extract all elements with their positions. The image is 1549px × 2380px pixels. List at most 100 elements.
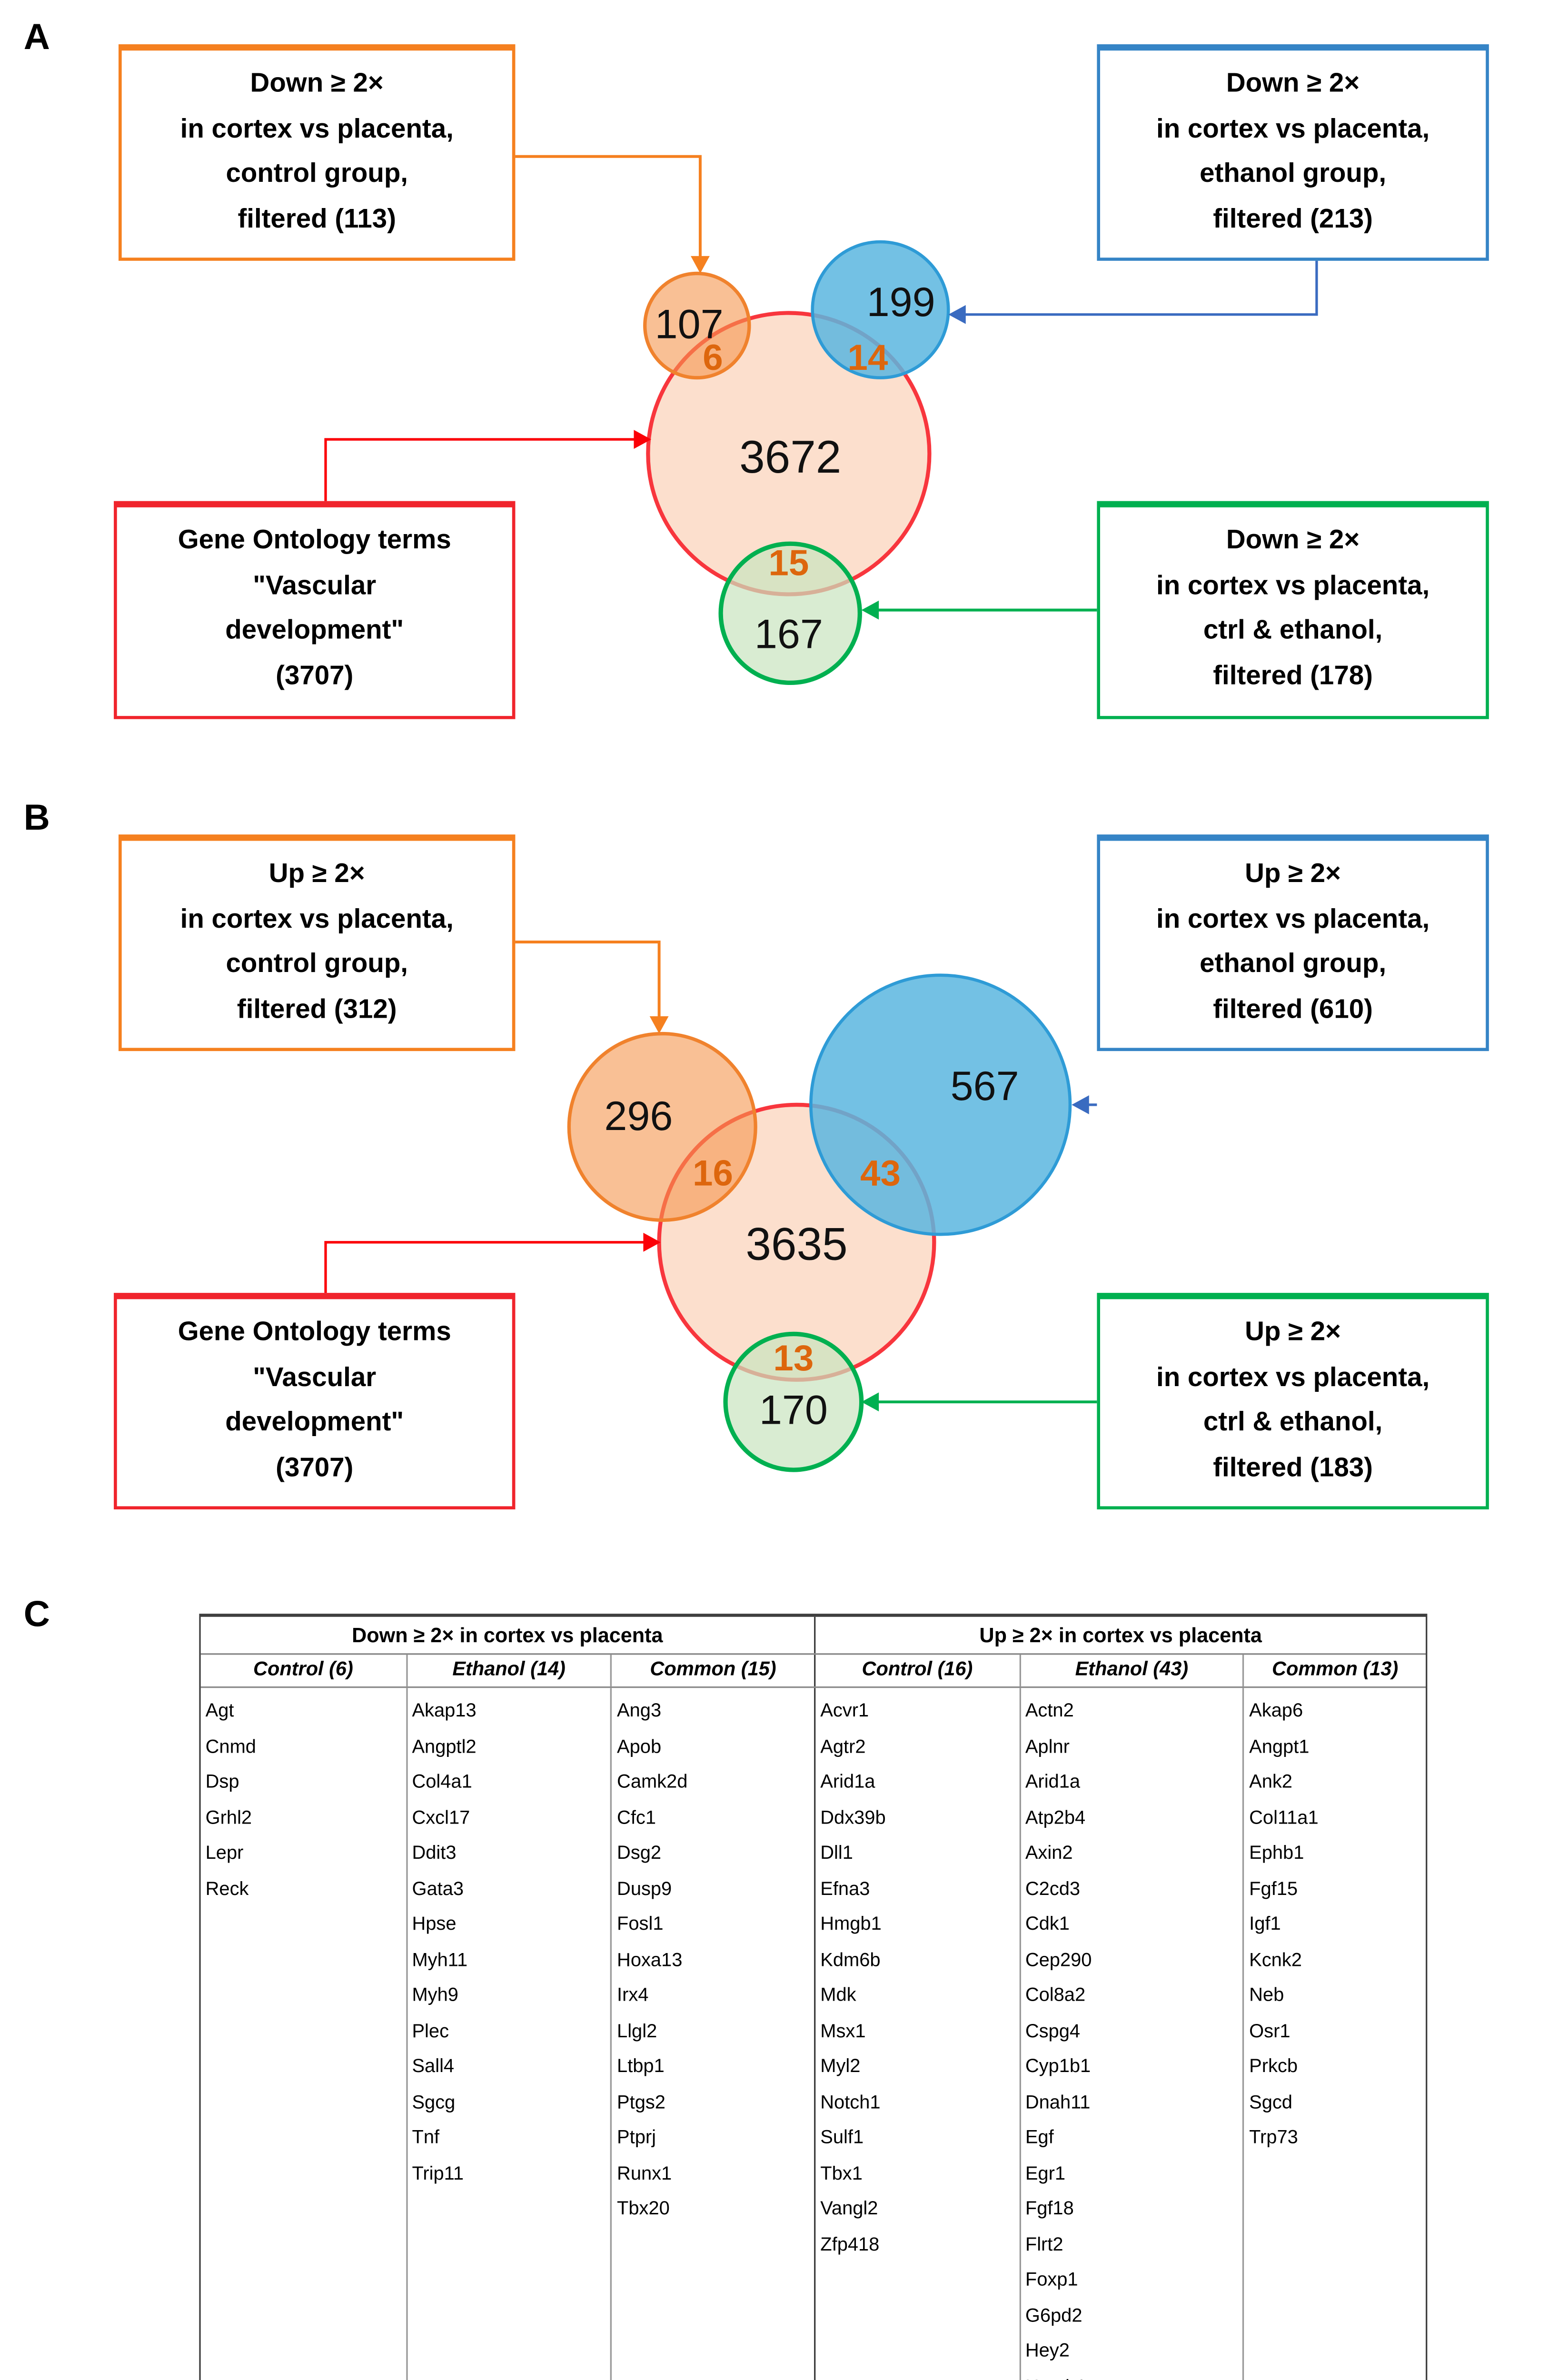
- box-line: control group,: [226, 158, 408, 188]
- box-line: ethanol group,: [1200, 158, 1387, 188]
- venn-b-ethanol-circle: [809, 973, 1072, 1236]
- venn-b-count-go-only: 3635: [745, 1219, 847, 1269]
- box-line: development": [225, 1407, 404, 1437]
- gene-column-up-common: Akap6 Angpt1 Ank2 Col11a1 Ephb1 Fgf15 Ig…: [1242, 1688, 1426, 2380]
- arrow-b-ethanol-head-icon: [1072, 1095, 1089, 1114]
- venn-b-count-control-overlap: 16: [693, 1153, 733, 1193]
- box-b-common-group: Up ≥ 2× in cortex vs placenta, ctrl & et…: [1097, 1293, 1489, 1509]
- box-line: Up ≥ 2×: [268, 858, 365, 889]
- group-header-down: Down ≥ 2× in cortex vs placenta: [352, 1623, 663, 1647]
- box-line: in cortex vs placenta,: [180, 113, 454, 143]
- arrow-b-go-line: [324, 1241, 647, 1293]
- box-line: Down ≥ 2×: [1226, 68, 1360, 98]
- panel-c-label: C: [23, 1593, 50, 1635]
- arrow-b-control-head-icon: [649, 1016, 669, 1034]
- venn-a-count-go-only: 3672: [739, 432, 841, 483]
- gene-column-up-ethanol: Actn2 Aplnr Arid1a Atp2b4 Axin2 C2cd3 Cd…: [1019, 1688, 1243, 2380]
- box-b-gene-ontology: Gene Ontology terms "Vascular developmen…: [114, 1293, 516, 1509]
- gene-list: Akap6 Angpt1 Ank2 Col11a1 Ephb1 Fgf15 Ig…: [1249, 1699, 1319, 2148]
- venn-b-count-ethanol-only: 567: [951, 1063, 1019, 1109]
- box-b-control-group: Up ≥ 2× in cortex vs placenta, control g…: [119, 834, 516, 1051]
- venn-a-count-common-only: 167: [755, 611, 823, 657]
- box-line: filtered (312): [237, 993, 397, 1024]
- box-line: control group,: [226, 948, 408, 979]
- box-line: (3707): [276, 660, 354, 691]
- box-line: ctrl & ethanol,: [1203, 1407, 1383, 1437]
- venn-a-ethanol-circle: [811, 240, 950, 379]
- box-line: Gene Ontology terms: [178, 1316, 451, 1347]
- box-line: in cortex vs placenta,: [180, 903, 454, 934]
- venn-a-count-control-only: 107: [655, 302, 724, 347]
- venn-b-count-common-overlap: 13: [773, 1338, 814, 1378]
- venn-a: 107 6 199 14 3672 15 167: [324, 155, 1318, 685]
- box-line: in cortex vs placenta,: [1156, 903, 1430, 934]
- gene-column-down-ethanol: Akap13 Angptl2 Col4a1 Cxcl17 Ddit3 Gata3…: [406, 1688, 611, 2380]
- arrow-a-control-line: [515, 155, 702, 259]
- box-line: ctrl & ethanol,: [1203, 615, 1383, 645]
- group-header-up: Up ≥ 2× in cortex vs placenta: [814, 1616, 1426, 1654]
- box-line: in cortex vs placenta,: [1156, 1361, 1430, 1392]
- venn-a-count-ethanol-overlap: 14: [847, 337, 888, 378]
- arrow-b-control-line: [515, 940, 661, 1020]
- venn-a-count-common-overlap: 15: [768, 543, 809, 584]
- venn-a-control-circle: [643, 271, 751, 380]
- venn-b-count-ethanol-overlap: 43: [860, 1153, 901, 1193]
- venn-b-control-circle: [567, 1031, 757, 1222]
- venn-b: 296 16 567 43 3635 13 170: [324, 940, 1097, 1472]
- box-b-ethanol-group: Up ≥ 2× in cortex vs placenta, ethanol g…: [1097, 834, 1489, 1051]
- column-header-down-control: Control (6): [253, 1658, 353, 1680]
- column-header-down-ethanol: Ethanol (14): [406, 1655, 611, 1686]
- gene-list: Ang3 Apob Camk2d Cfc1 Dsg2 Dusp9 Fosl1 H…: [617, 1699, 688, 2219]
- arrow-b-go-head-icon: [643, 1232, 661, 1252]
- venn-b-count-common-only: 170: [759, 1388, 828, 1433]
- box-line: Gene Ontology terms: [178, 525, 451, 555]
- venn-a-count-ethanol-only: 199: [867, 279, 935, 325]
- box-line: Up ≥ 2×: [1245, 1316, 1341, 1347]
- gene-list: Actn2 Aplnr Arid1a Atp2b4 Axin2 C2cd3 Cd…: [1025, 1699, 1092, 2380]
- box-line: filtered (610): [1213, 993, 1373, 1024]
- box-line: Up ≥ 2×: [1245, 858, 1341, 889]
- arrow-a-go-head-icon: [634, 430, 652, 449]
- panel-a-label: A: [23, 16, 50, 57]
- gene-list: Akap13 Angptl2 Col4a1 Cxcl17 Ddit3 Gata3…: [412, 1699, 477, 2184]
- box-line: filtered (178): [1213, 660, 1373, 691]
- box-line: (3707): [276, 1452, 354, 1482]
- gene-column-up-control: Acvr1 Agtr2 Arid1a Ddx39b Dll1 Efna3 Hmg…: [814, 1688, 1019, 2380]
- column-header-up-common: Common (13): [1242, 1655, 1426, 1686]
- gene-table: Down ≥ 2× in cortex vs placenta Up ≥ 2× …: [199, 1614, 1428, 2380]
- column-header-down-common: Common (15): [610, 1655, 814, 1686]
- table-group-header-row: Down ≥ 2× in cortex vs placenta Up ≥ 2× …: [200, 1616, 1426, 1655]
- gene-list: Acvr1 Agtr2 Arid1a Ddx39b Dll1 Efna3 Hmg…: [820, 1699, 886, 2255]
- venn-a-common-circle: [718, 541, 862, 685]
- box-line: "Vascular: [253, 1361, 377, 1392]
- venn-b-count-control-only: 296: [604, 1093, 673, 1139]
- arrow-a-common-head-icon: [861, 600, 879, 620]
- box-line: in cortex vs placenta,: [1156, 113, 1430, 143]
- box-line: filtered (113): [238, 203, 397, 234]
- arrow-a-go-line: [324, 438, 637, 501]
- box-a-ethanol-group: Down ≥ 2× in cortex vs placenta, ethanol…: [1097, 44, 1489, 261]
- column-header-up-ethanol: Ethanol (43): [1019, 1655, 1243, 1686]
- box-a-gene-ontology: Gene Ontology terms "Vascular developmen…: [114, 501, 516, 719]
- table-body: Agt Cnmd Dsp Grhl2 Lepr Reck Akap13 Angp…: [201, 1688, 1426, 2380]
- column-header-up-control: Control (16): [814, 1655, 1019, 1686]
- gene-column-down-control: Agt Cnmd Dsp Grhl2 Lepr Reck: [201, 1688, 406, 2380]
- box-a-common-group: Down ≥ 2× in cortex vs placenta, ctrl & …: [1097, 501, 1489, 719]
- box-line: filtered (183): [1213, 1452, 1373, 1482]
- box-line: ethanol group,: [1200, 948, 1387, 979]
- box-line: filtered (213): [1213, 203, 1373, 234]
- box-a-control-group: Down ≥ 2× in cortex vs placenta, control…: [119, 44, 516, 261]
- box-line: development": [225, 615, 404, 645]
- arrow-b-common-head-icon: [861, 1392, 879, 1412]
- gene-column-down-common: Ang3 Apob Camk2d Cfc1 Dsg2 Dusp9 Fosl1 H…: [610, 1688, 814, 2380]
- box-line: Down ≥ 2×: [250, 68, 384, 98]
- table-column-header-row: Control (6) Ethanol (14) Common (15) Con…: [200, 1655, 1426, 1688]
- box-line: Down ≥ 2×: [1226, 525, 1360, 555]
- box-line: "Vascular: [253, 570, 377, 600]
- arrow-a-ethanol-head-icon: [948, 305, 966, 324]
- panel-b-label: B: [23, 796, 50, 838]
- arrow-a-control-head-icon: [691, 256, 710, 274]
- arrow-a-ethanol-line: [963, 260, 1318, 316]
